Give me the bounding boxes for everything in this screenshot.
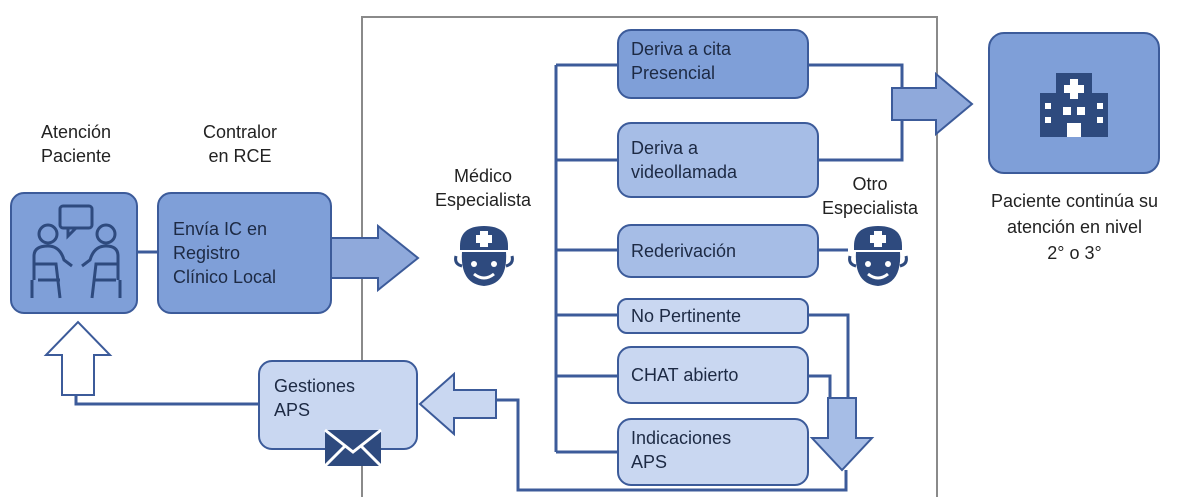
chat-abierto-box[interactable]: CHAT abierto xyxy=(617,346,809,404)
arrow-up-atencion xyxy=(43,320,113,396)
indicaciones-aps-box[interactable]: Indicaciones APS xyxy=(617,418,809,486)
hospital-icon xyxy=(1040,73,1108,137)
arrow-down-indicaciones xyxy=(809,397,875,472)
atencion-paciente-node[interactable] xyxy=(10,192,138,314)
label-atencion-paciente: Atención Paciente xyxy=(40,122,112,166)
doctor-icon xyxy=(454,226,514,286)
label-otro-especialista: Otro Especialista xyxy=(821,174,919,218)
label-paciente-continua: Paciente continúa su atención en nivel 2… xyxy=(990,191,1159,263)
deriva-videollamada-box[interactable]: Deriva a videollamada xyxy=(617,122,819,198)
arrow-to-medico xyxy=(329,223,420,293)
hospital-node[interactable] xyxy=(988,32,1160,174)
return-line xyxy=(470,398,848,492)
patient-consultation-icon xyxy=(30,204,122,299)
envia-ic-box[interactable]: Envía IC en Registro Clínico Local xyxy=(157,192,332,314)
rederivacion-box[interactable]: Rederivación xyxy=(617,224,819,278)
deriva-video-out xyxy=(818,118,904,162)
label-contralor: Contralor en RCE xyxy=(202,122,278,166)
deriva-cita-out xyxy=(808,63,904,95)
gestiones-to-atencion xyxy=(74,380,260,406)
no-pertinente-out xyxy=(808,313,850,400)
label-medico-especialista: Médico Especialista xyxy=(434,166,532,210)
chat-out xyxy=(808,374,832,400)
arrow-to-gestiones xyxy=(418,371,497,437)
envelope-icon xyxy=(323,428,383,468)
no-pertinente-box[interactable]: No Pertinente xyxy=(617,298,809,334)
deriva-cita-presencial-box[interactable]: Deriva a cita Presencial xyxy=(617,29,809,99)
specialist-doctor-icon xyxy=(848,226,908,286)
arrow-to-hospital xyxy=(891,71,974,137)
